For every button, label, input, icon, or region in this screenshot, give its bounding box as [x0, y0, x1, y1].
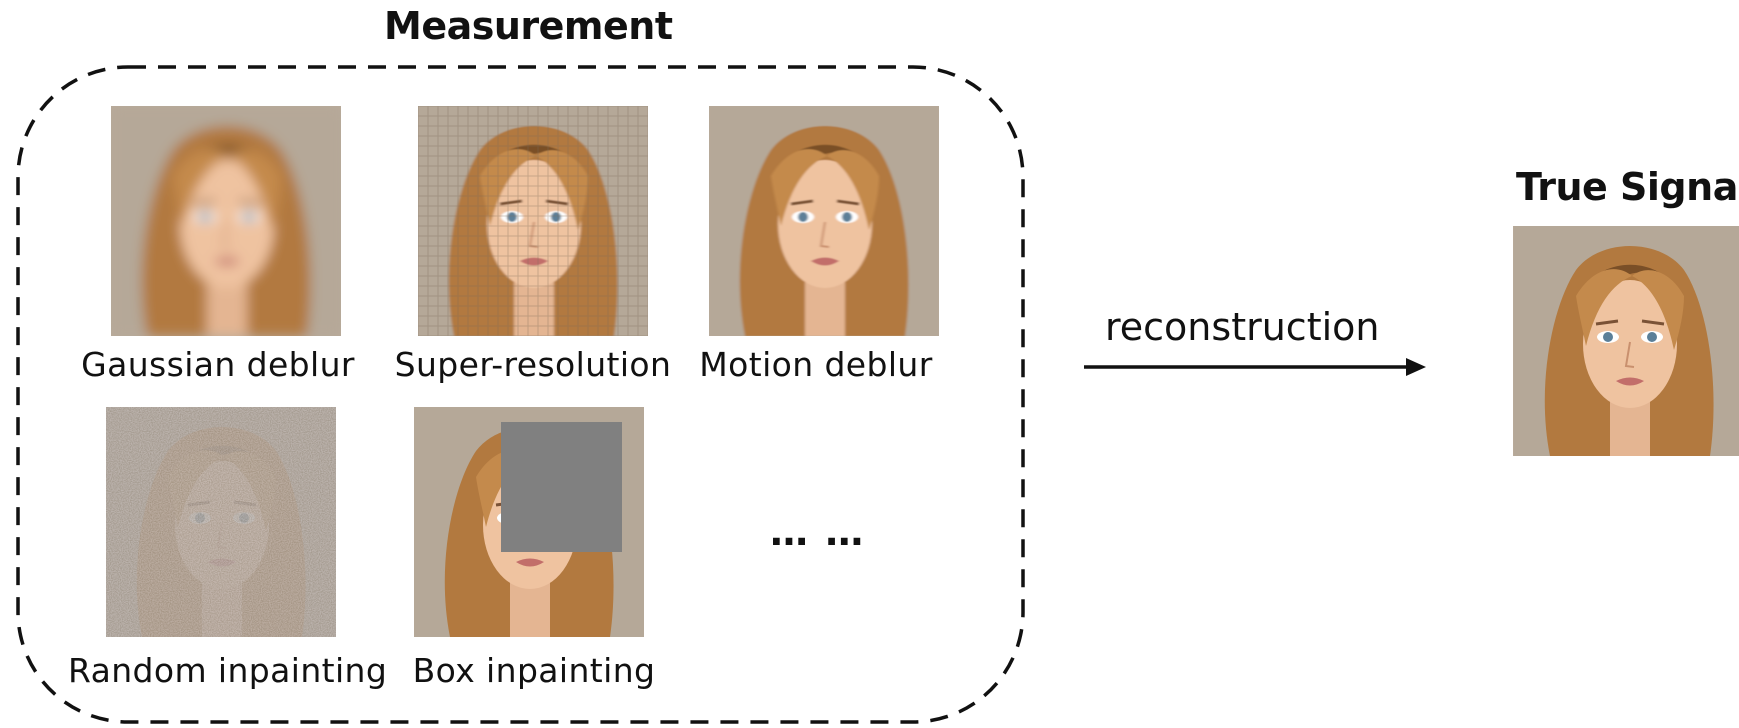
motion-deblur-image [709, 106, 939, 336]
box-inpainting-label: Box inpainting [412, 651, 656, 690]
super-resolution-image [418, 106, 648, 336]
mask-box [501, 422, 622, 552]
random-inpainting-label: Random inpainting [68, 651, 388, 690]
gaussian-deblur-image [111, 106, 341, 336]
measurement-title: Measurement [384, 4, 673, 48]
gaussian-deblur-label: Gaussian deblur [81, 345, 355, 384]
motion-deblur-label: Motion deblur [699, 345, 933, 384]
random-inpainting-image [106, 407, 336, 637]
true-signal-title: True Signal [1516, 165, 1739, 209]
super-resolution-label: Super-resolution [394, 345, 672, 384]
true-signal-image [1513, 226, 1739, 456]
more-tasks-ellipsis: … … [770, 510, 866, 554]
reconstruction-label: reconstruction [1105, 305, 1380, 349]
box-inpainting-image [414, 407, 644, 637]
reconstruction-arrow [1084, 358, 1426, 376]
